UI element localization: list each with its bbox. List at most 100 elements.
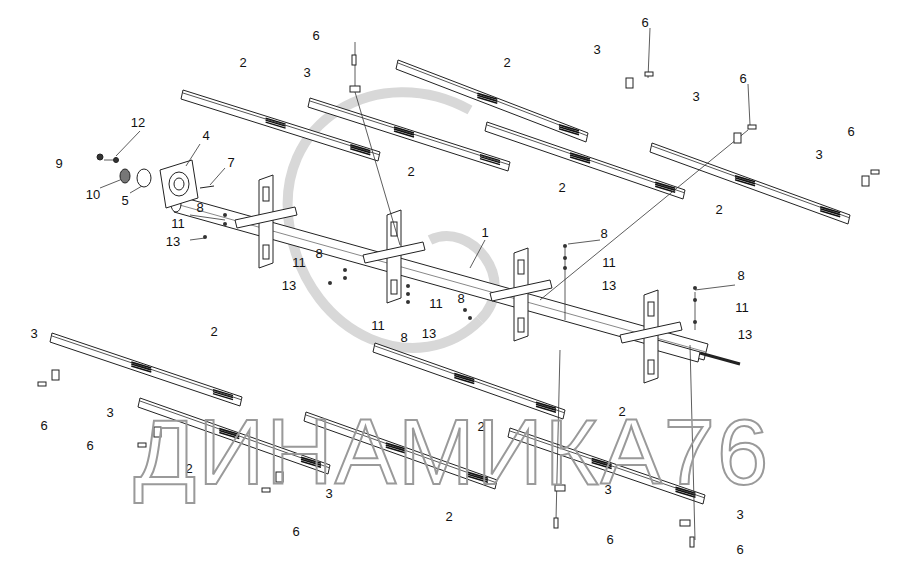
callout-number: 12 [131, 116, 145, 129]
callout-number: 8 [196, 201, 203, 214]
slat-edge [652, 146, 850, 218]
callout-number: 8 [400, 331, 407, 344]
callout-number: 11 [371, 319, 385, 332]
nut [343, 268, 347, 272]
spider-slot [648, 360, 654, 374]
callout-number: 13 [282, 279, 296, 292]
slat-edge [375, 346, 565, 413]
callout-number: 8 [457, 292, 464, 305]
spider-slot [391, 280, 397, 294]
spider-slot [648, 302, 654, 316]
nut [406, 300, 410, 304]
spider-arm [363, 242, 425, 263]
nut [406, 292, 410, 296]
callout-number: 6 [606, 533, 613, 546]
callout-number: 6 [847, 125, 854, 138]
callout-number: 2 [239, 56, 246, 69]
slot [131, 366, 151, 372]
callout-number: 13 [422, 327, 436, 340]
slot [454, 377, 474, 383]
nut [406, 284, 410, 288]
spider-slot [518, 318, 524, 332]
callout-number: 4 [202, 129, 209, 142]
callout-number: 6 [641, 16, 648, 29]
clips-bolts [38, 55, 879, 547]
callout-number: 3 [30, 327, 37, 340]
slot [559, 129, 579, 135]
nuts [203, 213, 697, 324]
callout-number: 6 [739, 72, 746, 85]
nut [563, 256, 567, 260]
callout-number: 2 [407, 165, 414, 178]
callout-number: 13 [602, 279, 616, 292]
slat-edge [183, 93, 380, 155]
callout-number: 3 [106, 406, 113, 419]
slot [655, 186, 675, 192]
callout-number: 8 [315, 247, 322, 260]
slat [181, 90, 380, 161]
nut [693, 286, 697, 290]
nut [203, 235, 207, 239]
callout-number: 6 [40, 419, 47, 432]
slot [477, 97, 497, 103]
slot [266, 122, 286, 128]
callout-number: 8 [600, 227, 607, 240]
callout-number: 3 [692, 90, 699, 103]
watermark: ДИНАМИКА76 [134, 406, 770, 498]
slot [480, 159, 500, 165]
callout-number: 13 [738, 328, 752, 341]
spider-arm [235, 207, 297, 228]
callout-number: 2 [210, 325, 217, 338]
callout-number: 5 [121, 194, 128, 207]
slot [394, 131, 414, 137]
nut [223, 222, 227, 226]
slot [350, 149, 370, 155]
nut [693, 298, 697, 302]
slot [213, 394, 233, 400]
callout-number: 1 [481, 226, 488, 239]
callout-number: 2 [558, 181, 565, 194]
callout-number: 3 [593, 43, 600, 56]
slot [735, 180, 755, 186]
nut [563, 266, 567, 270]
callout-number: 13 [166, 235, 180, 248]
slat [485, 122, 685, 199]
callout-number: 2 [445, 510, 452, 523]
slats [50, 60, 850, 504]
spider-slot [263, 245, 269, 259]
callout-number: 10 [86, 188, 100, 201]
slot [820, 211, 840, 217]
nut [563, 244, 567, 248]
spider-slot [263, 187, 269, 201]
callout-number: 2 [503, 56, 510, 69]
callout-number: 3 [736, 508, 743, 521]
callout-number: 11 [602, 256, 616, 269]
nut [468, 316, 472, 320]
callout-number: 11 [171, 217, 185, 230]
callout-number: 6 [86, 439, 93, 452]
slat-edge [487, 125, 685, 193]
callout-number: 6 [292, 525, 299, 538]
callout-number: 11 [292, 256, 306, 269]
callout-number: 11 [735, 301, 749, 314]
nut [343, 276, 347, 280]
spider-arm [620, 322, 682, 343]
nut [328, 281, 332, 285]
nut [463, 308, 467, 312]
callout-number: 2 [715, 203, 722, 216]
callout-number: 7 [227, 156, 234, 169]
spiders [235, 175, 682, 383]
slat [308, 98, 510, 171]
slat-edge [310, 101, 510, 165]
callout-number: 8 [737, 269, 744, 282]
spider-slot [518, 260, 524, 274]
nut [693, 320, 697, 324]
callout-number: 3 [303, 66, 310, 79]
slat-edge [52, 336, 242, 400]
callout-number: 3 [815, 148, 822, 161]
callout-number: 6 [312, 29, 319, 42]
slat [650, 143, 850, 224]
callout-number: 9 [55, 157, 62, 170]
callout-number: 11 [429, 297, 443, 310]
